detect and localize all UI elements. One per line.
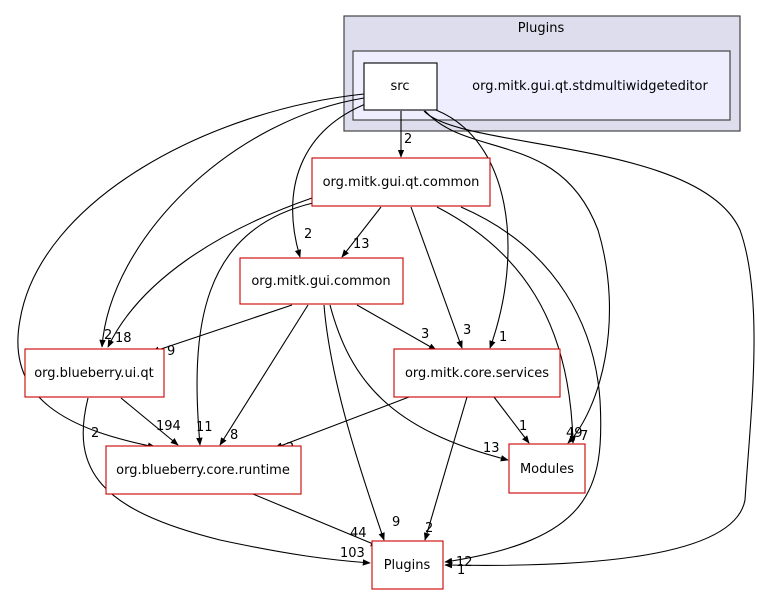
edge-label-qt-common-core-services[interactable]: 3 [463,323,471,338]
node-modules[interactable]: Modules [508,443,586,494]
node-org-blueberry-ui-qt-label: org.blueberry.ui.qt [34,366,154,381]
node-plugins[interactable]: Plugins [371,540,444,590]
edge-label-ui-qt-core-runtime[interactable]: 194 [156,419,181,434]
edge-qt-common-core-services[interactable] [410,206,463,349]
edge-label-src-ui-qt[interactable]: 2 [104,328,112,343]
edge-ui-qt-core-runtime[interactable] [120,397,179,446]
edge-label-qt-common-gui-common[interactable]: 13 [353,237,370,252]
edge-qt-common-gui-common[interactable] [341,206,382,258]
edge-src-core-runtime[interactable] [17,93,365,449]
edge-label-gui-common-modules[interactable]: 13 [483,441,500,456]
edge-src-ui-qt[interactable] [99,97,365,348]
node-org-mitk-core-services[interactable]: org.mitk.core.services [393,348,561,398]
edge-gui-common-core-services[interactable] [356,304,437,351]
edge-label-gui-common-core-runtime[interactable]: 8 [230,428,238,443]
edge-qt-common-core-runtime[interactable] [196,202,314,446]
edge-label-src-core-runtime[interactable]: 2 [91,426,99,441]
cluster-plugins-label: Plugins [518,21,565,36]
edge-label-gui-common-ui-qt[interactable]: 9 [167,344,175,359]
node-src-label: src [391,79,410,94]
edge-core-services-plugins[interactable] [423,396,468,541]
node-org-mitk-gui-qt-common[interactable]: org.mitk.gui.qt.common [311,157,491,207]
edge-label-qt-common-plugins[interactable]: 12 [456,555,473,570]
node-org-blueberry-core-runtime-label: org.blueberry.core.runtime [116,463,290,478]
edge-core-services-modules[interactable] [493,396,530,444]
edge-gui-common-modules[interactable] [329,304,509,462]
node-org-mitk-gui-common[interactable]: org.mitk.gui.common [239,257,404,305]
edge-label-gui-common-core-services[interactable]: 3 [421,327,429,342]
edge-src-core-services[interactable] [435,109,509,349]
edge-label-src-plugins[interactable]: 1 [457,563,465,578]
edge-label-src-modules[interactable]: 7 [580,429,588,444]
edge-label-src-qt-common[interactable]: 2 [404,132,412,147]
edge-src-modules[interactable] [424,110,611,444]
edge-gui-common-core-runtime[interactable] [219,304,309,446]
edge-qt-common-ui-qt[interactable] [107,197,313,348]
node-org-mitk-gui-common-label: org.mitk.gui.common [251,274,390,289]
edge-ui-qt-plugins[interactable] [82,397,371,566]
edge-core-runtime-plugins[interactable] [252,493,379,547]
node-plugins-label: Plugins [384,558,431,573]
node-org-blueberry-core-runtime[interactable]: org.blueberry.core.runtime [105,445,302,495]
edge-gui-common-plugins[interactable] [323,304,385,541]
edge-src-gui-common[interactable] [292,102,369,258]
edges [17,93,755,569]
edge-label-core-services-modules[interactable]: 1 [519,419,527,434]
node-src[interactable]: src [363,62,438,111]
node-modules-label: Modules [520,462,574,477]
edge-label-qt-common-core-runtime[interactable]: 11 [196,420,213,435]
edge-label-core-services-plugins[interactable]: 2 [425,521,433,536]
edge-qt-common-modules[interactable] [436,206,577,444]
edge-src-plugins[interactable] [423,110,755,569]
edge-label-qt-common-modules[interactable]: 49 [566,426,583,441]
edge-label-core-runtime-plugins[interactable]: 44 [350,526,367,541]
edge-label-ui-qt-plugins[interactable]: 103 [340,546,365,561]
edge-label-src-gui-common[interactable]: 2 [304,227,312,242]
node-org-blueberry-ui-qt[interactable]: org.blueberry.ui.qt [24,348,165,398]
cluster-stdmultiwidgeteditor-label: org.mitk.gui.qt.stdmultiwidgeteditor [472,79,708,94]
edge-label-gui-common-plugins[interactable]: 9 [392,515,400,530]
node-org-mitk-core-services-label: org.mitk.core.services [405,366,549,381]
edge-gui-common-ui-qt[interactable] [151,304,293,353]
node-org-mitk-gui-qt-common-label: org.mitk.gui.qt.common [323,175,480,190]
edge-label-src-core-services[interactable]: 1 [499,330,507,345]
nodes: src org.mitk.gui.qt.common org.mitk.gui.… [24,62,586,590]
edge-label-qt-common-ui-qt[interactable]: 18 [115,331,132,346]
edge-qt-common-plugins[interactable] [444,206,602,565]
edge-core-services-core-runtime[interactable] [274,396,410,449]
